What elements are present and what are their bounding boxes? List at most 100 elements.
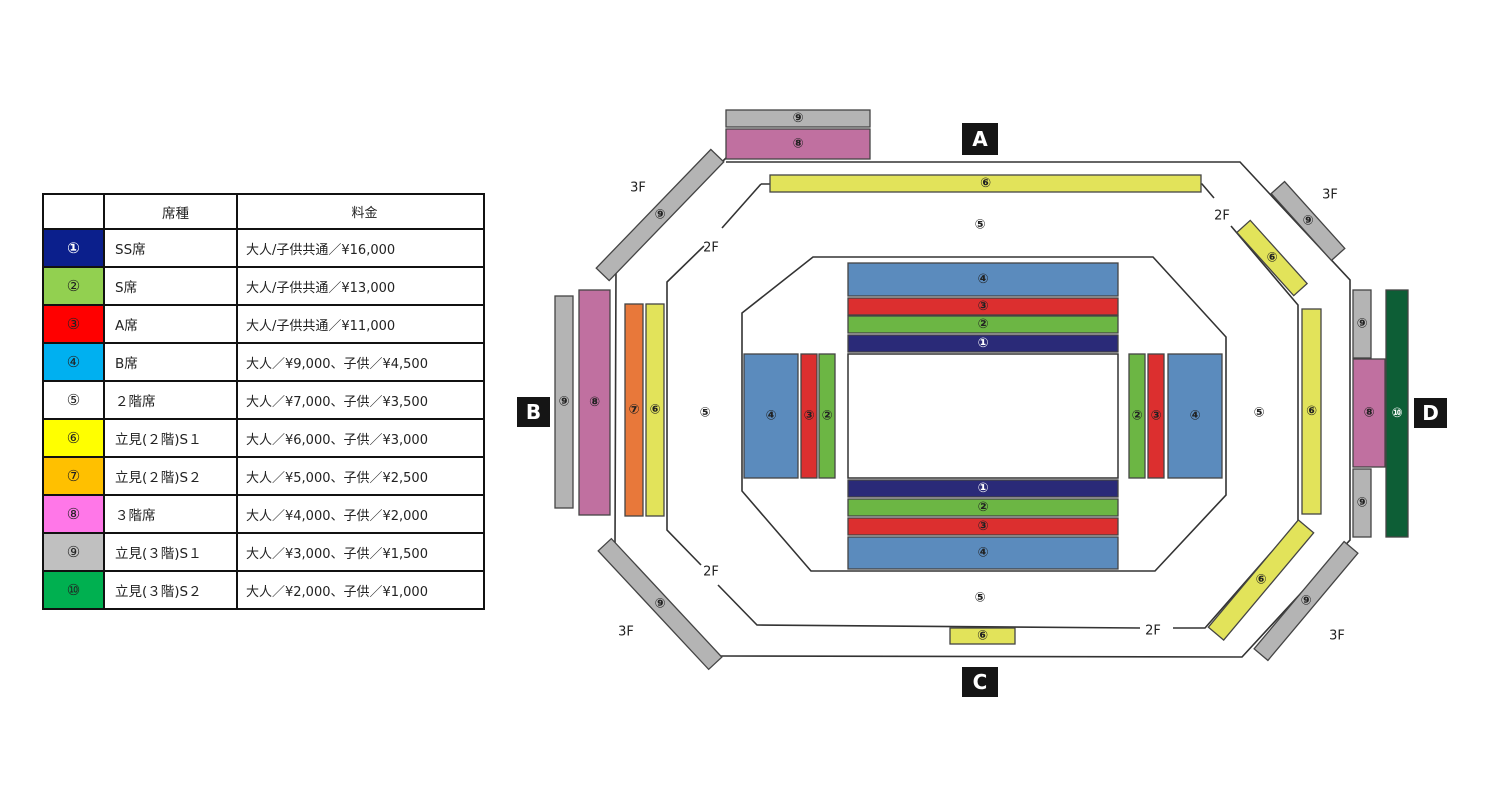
legend-price: 大人／¥6,000、子供／¥3,000 — [236, 418, 485, 458]
section-block — [847, 315, 1119, 334]
seat-section-1[interactable]: ① — [847, 334, 1119, 353]
section-marker: ⑥ — [977, 629, 988, 644]
outline-2f-e — [721, 183, 762, 229]
seat-section-4[interactable]: ④ — [847, 536, 1119, 570]
seat-section-9[interactable]: ⑨ — [1253, 540, 1359, 662]
seat-section-3[interactable]: ③ — [847, 517, 1119, 536]
section-block — [578, 289, 611, 516]
side-d-label: D — [1422, 401, 1439, 425]
section-marker: ④ — [1189, 409, 1200, 424]
section-marker: ① — [977, 336, 988, 351]
seat-section-4[interactable]: ④ — [847, 262, 1119, 297]
seat-section-7[interactable]: ⑦ — [624, 303, 644, 517]
section-block — [769, 174, 1202, 193]
seat-section-1[interactable]: ① — [847, 479, 1119, 498]
seat-section-6[interactable]: ⑥ — [769, 174, 1202, 193]
section-marker: ⑨ — [654, 597, 665, 612]
legend-price: 大人/子供共通／¥13,000 — [236, 266, 485, 306]
seat-type-label: ３階席 — [115, 508, 156, 524]
legend-header-seat-type: 席種 — [103, 193, 238, 230]
floor-label-2f: 2F — [703, 241, 719, 256]
floor-label-2f: 2F — [1214, 209, 1230, 224]
section-block — [847, 517, 1119, 536]
seat-type-label: A席 — [115, 318, 138, 334]
seat-section-6[interactable]: ⑥ — [1207, 519, 1315, 641]
section-marker: ⑧ — [792, 137, 803, 152]
seat-section-2[interactable]: ② — [847, 498, 1119, 517]
legend-marker: ⑦ — [66, 467, 81, 485]
section-block — [645, 303, 665, 517]
seat-section-8[interactable]: ⑧ — [1352, 358, 1386, 468]
seat-section-9[interactable]: ⑨ — [1270, 180, 1346, 262]
section-marker: ② — [977, 317, 988, 332]
seat-type-label: S席 — [115, 280, 138, 296]
side-c-badge — [962, 667, 998, 697]
seat-section-3[interactable]: ③ — [800, 353, 818, 479]
seat-section-3[interactable]: ③ — [847, 297, 1119, 316]
seat-section-9[interactable]: ⑨ — [597, 537, 723, 671]
legend-price: 大人/子供共通／¥16,000 — [236, 228, 485, 268]
legend-price: 大人/子供共通／¥11,000 — [236, 304, 485, 344]
seat-section-6[interactable]: ⑥ — [1235, 219, 1309, 297]
seat-type-label: 立見(２階)S２ — [115, 470, 202, 486]
legend-color-swatch: ③ — [42, 304, 105, 344]
section-block — [847, 334, 1119, 353]
floor-label-3f: 3F — [1322, 188, 1338, 203]
legend-header-price: 料金 — [236, 193, 485, 230]
section-marker: ④ — [765, 409, 776, 424]
seat-section-10[interactable]: ⑩ — [1385, 289, 1409, 538]
seat-section-9[interactable]: ⑨ — [1352, 468, 1372, 538]
seat-section-2[interactable]: ② — [818, 353, 836, 479]
seat-type-label: B席 — [115, 356, 138, 372]
section-marker: ⑧ — [589, 395, 600, 410]
seat-section-8[interactable]: ⑧ — [578, 289, 611, 516]
seat-section-9[interactable]: ⑨ — [725, 109, 871, 128]
seat-type-label: 立見(３階)S２ — [115, 584, 202, 600]
legend-seat-type: 立見(２階)S２ — [103, 456, 238, 496]
section-marker: ⑨ — [654, 208, 665, 223]
seat-section-4[interactable]: ④ — [743, 353, 799, 479]
section-marker: ⑥ — [1255, 573, 1266, 588]
seat-section-9[interactable]: ⑨ — [554, 295, 574, 509]
legend-color-swatch: ⑨ — [42, 532, 105, 572]
section-marker: ③ — [1150, 409, 1161, 424]
section-marker: ② — [977, 500, 988, 515]
price-label: 大人／¥3,000、子供／¥1,500 — [246, 546, 428, 562]
price-label: 大人／¥2,000、子供／¥1,000 — [246, 584, 428, 600]
section-block — [847, 536, 1119, 570]
side-a-badge — [962, 123, 998, 155]
seat-section-6[interactable]: ⑥ — [645, 303, 665, 517]
section-marker: ⑨ — [792, 111, 803, 126]
legend-color-swatch: ⑤ — [42, 380, 105, 420]
section-block — [1352, 358, 1386, 468]
outline-arena — [741, 256, 1227, 572]
section-marker: ③ — [977, 519, 988, 534]
section-block — [818, 353, 836, 479]
seat-section-9[interactable]: ⑨ — [595, 148, 725, 282]
legend-row: ③ A席 大人/子供共通／¥11,000 — [42, 304, 485, 344]
seat-section-6[interactable]: ⑥ — [949, 627, 1016, 645]
section-marker: ③ — [803, 409, 814, 424]
section-block — [847, 262, 1119, 297]
seat-section-6[interactable]: ⑥ — [1301, 308, 1322, 515]
legend-seat-type: A席 — [103, 304, 238, 344]
seat-section-9[interactable]: ⑨ — [1352, 289, 1372, 359]
seat-section-2[interactable]: ② — [847, 315, 1119, 334]
legend-seat-type: B席 — [103, 342, 238, 382]
section-block — [1253, 540, 1359, 662]
section-block — [554, 295, 574, 509]
floor-label-3f: 3F — [618, 625, 634, 640]
seat-section-4[interactable]: ④ — [1167, 353, 1223, 479]
seat-section-8[interactable]: ⑧ — [725, 128, 871, 160]
section-marker: ⑥ — [1266, 251, 1277, 266]
legend-marker: ④ — [66, 353, 81, 371]
seat-section-2[interactable]: ② — [1128, 353, 1146, 479]
side-b-label: B — [526, 400, 541, 424]
section-marker-5: ⑤ — [974, 218, 985, 233]
seat-section-3[interactable]: ③ — [1147, 353, 1165, 479]
